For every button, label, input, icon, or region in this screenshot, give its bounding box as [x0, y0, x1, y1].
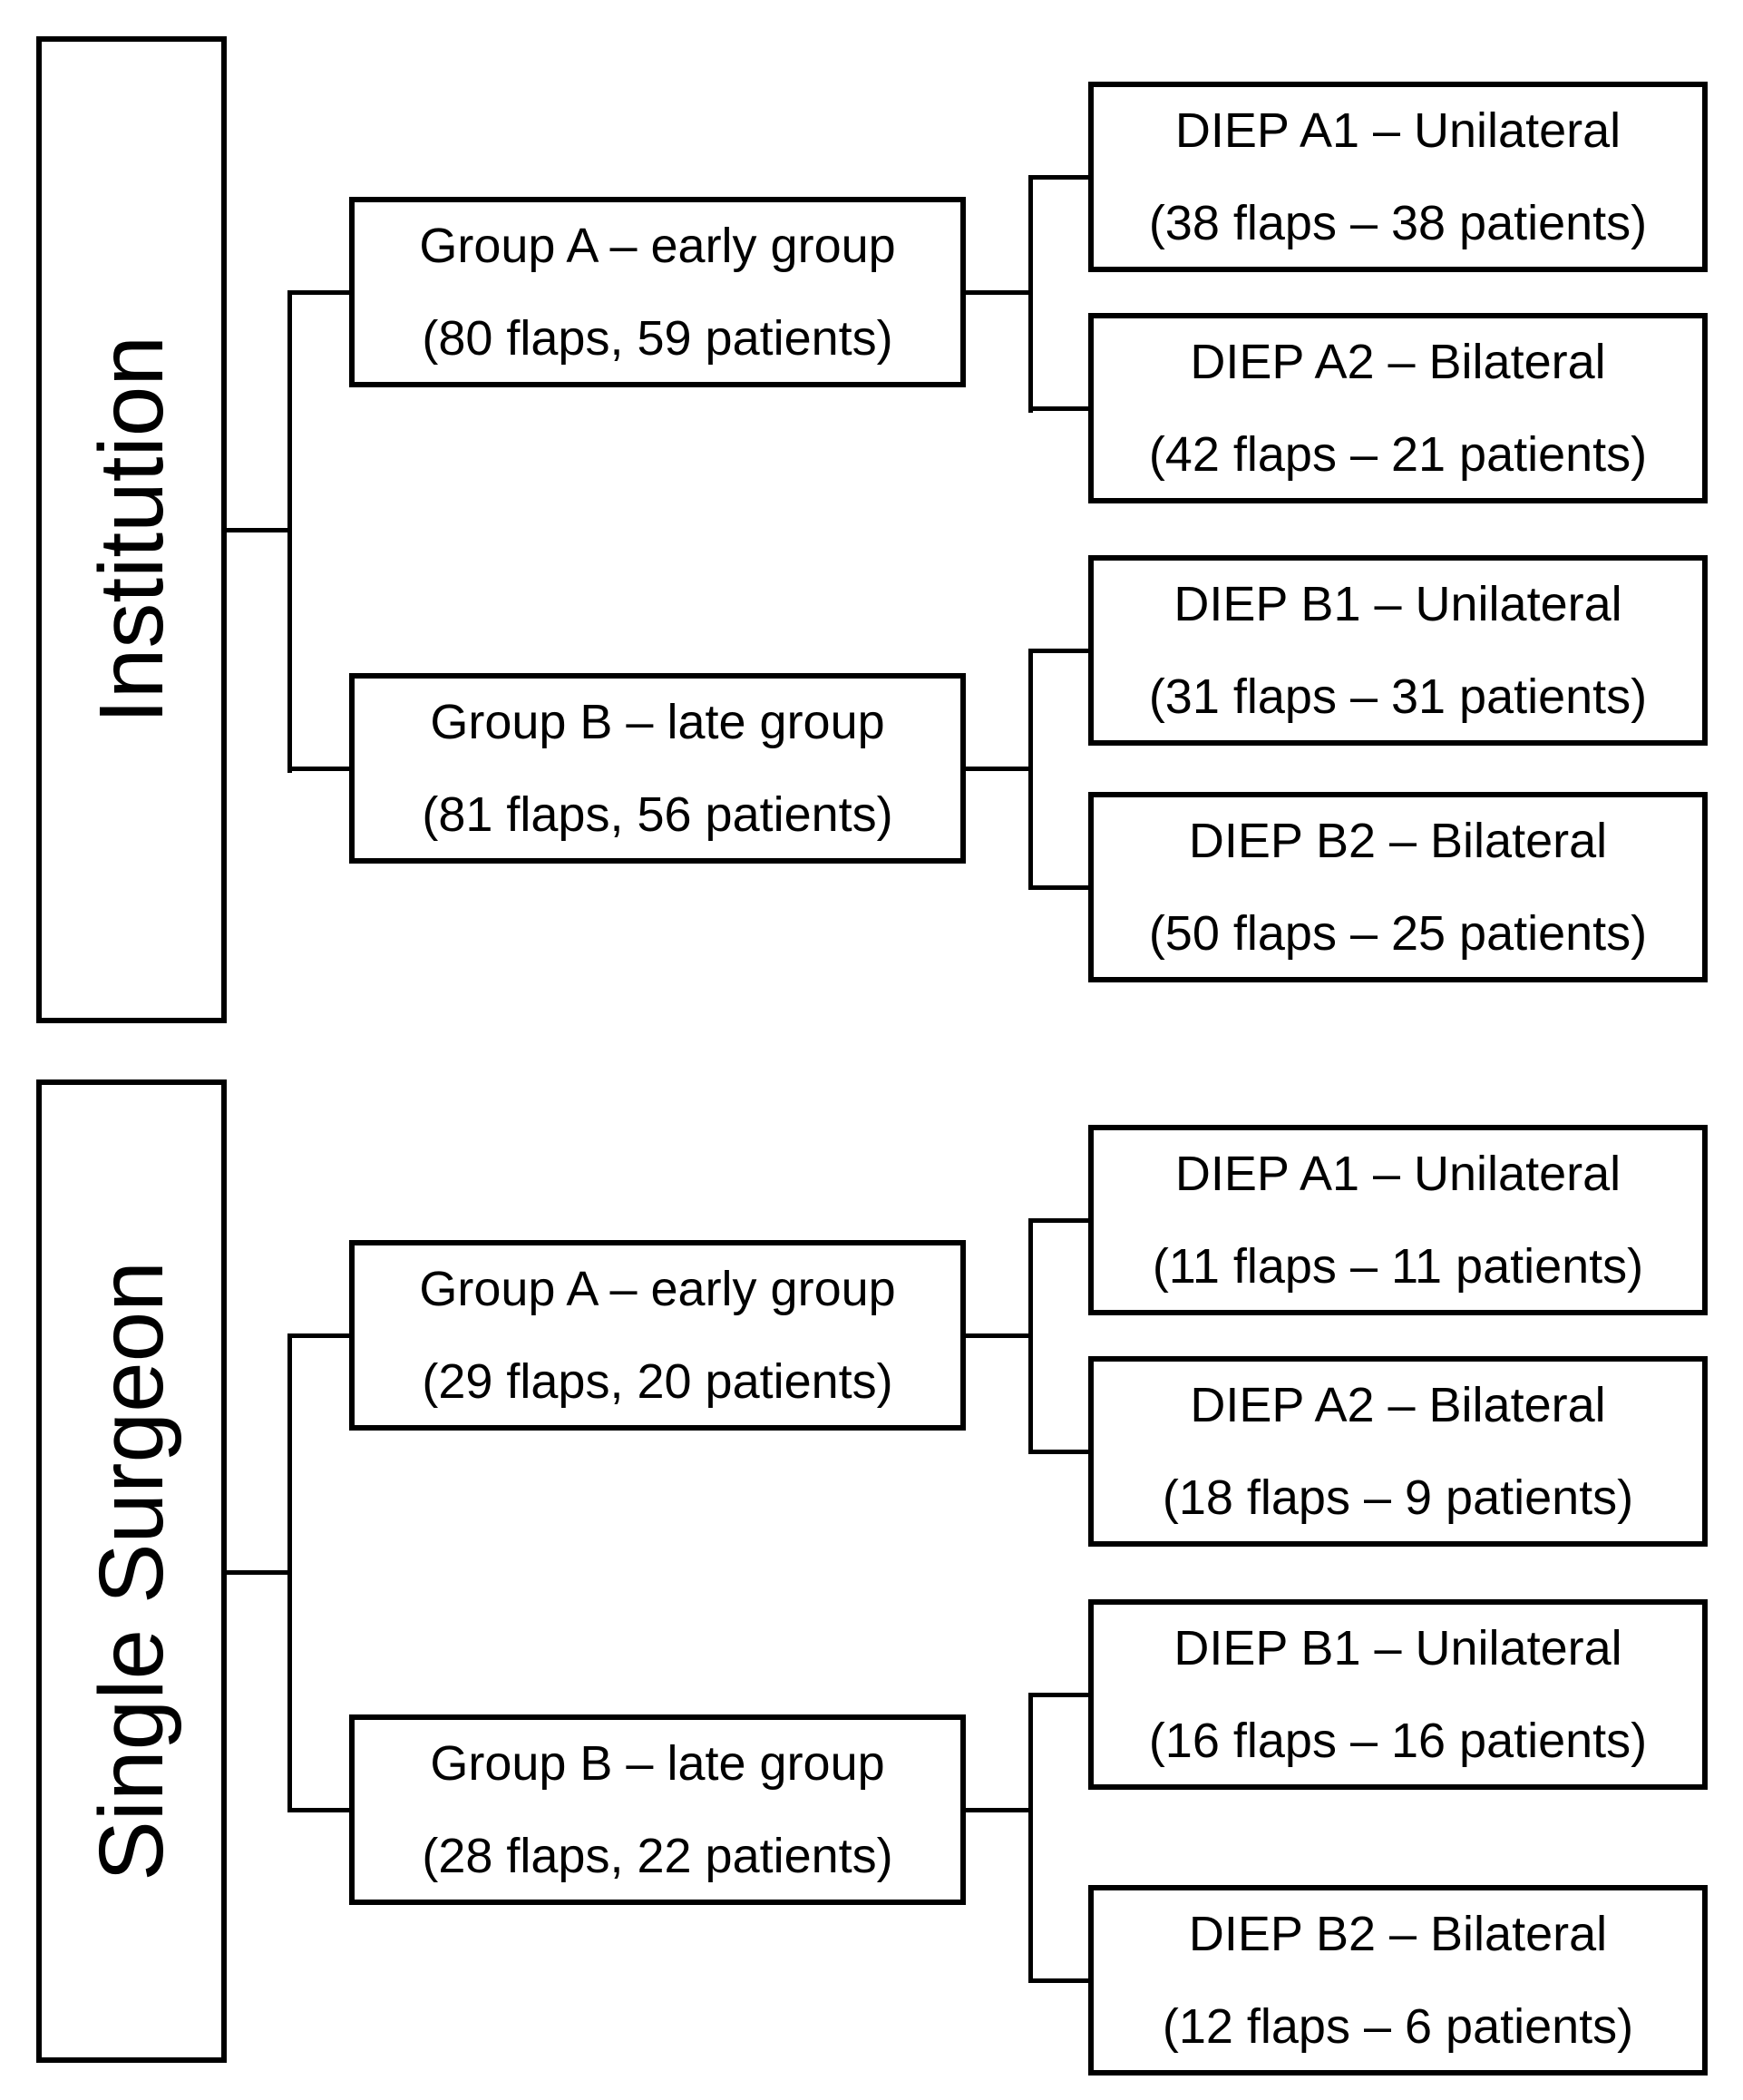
- tree2-diep-a2-box: DIEP A2 – Bilateral (18 flaps – 9 patien…: [1088, 1356, 1708, 1547]
- connector-line: [1028, 1693, 1088, 1697]
- connector-line: [1028, 175, 1033, 413]
- connector-line: [1028, 1218, 1033, 1454]
- connector-line: [287, 767, 349, 771]
- tree1-diep-a2-title: DIEP A2 – Bilateral: [1190, 335, 1606, 389]
- connector-line: [1028, 1693, 1033, 1983]
- tree2-diep-b2-title: DIEP B2 – Bilateral: [1188, 1907, 1608, 1961]
- tree2-diep-a2-detail: (18 flaps – 9 patients): [1162, 1470, 1634, 1525]
- tree2-diep-a1-title: DIEP A1 – Unilateral: [1174, 1147, 1621, 1201]
- tree2-group-b-title: Group B – late group: [430, 1736, 885, 1791]
- connector-line: [287, 290, 292, 773]
- connector-line: [1028, 1218, 1088, 1223]
- connector-line: [227, 528, 292, 532]
- connector-line: [966, 1333, 1033, 1338]
- connector-line: [287, 290, 349, 295]
- connector-line: [1028, 649, 1088, 653]
- tree2-group-b-box: Group B – late group (28 flaps, 22 patie…: [349, 1714, 966, 1905]
- tree1-group-b-title: Group B – late group: [430, 695, 885, 749]
- connector-line: [1028, 885, 1088, 890]
- connector-line: [287, 1808, 349, 1812]
- tree1-group-a-box: Group A – early group (80 flaps, 59 pati…: [349, 197, 966, 387]
- connector-line: [287, 1333, 292, 1812]
- connector-line: [1028, 406, 1088, 411]
- tree1-group-b-box: Group B – late group (81 flaps, 56 patie…: [349, 673, 966, 864]
- tree1-diep-b1-detail: (31 flaps – 31 patients): [1148, 669, 1648, 724]
- tree2-diep-b2-box: DIEP B2 – Bilateral (12 flaps – 6 patien…: [1088, 1885, 1708, 2076]
- tree2-diep-a1-detail: (11 flaps – 11 patients): [1152, 1239, 1644, 1294]
- tree2-diep-b2-detail: (12 flaps – 6 patients): [1162, 1999, 1634, 2054]
- institution-root-box: Institution: [36, 36, 227, 1023]
- tree1-diep-a2-box: DIEP A2 – Bilateral (42 flaps – 21 patie…: [1088, 313, 1708, 503]
- tree2-group-b-detail: (28 flaps, 22 patients): [422, 1829, 893, 1883]
- connector-line: [1028, 649, 1033, 890]
- tree2-diep-b1-detail: (16 flaps – 16 patients): [1148, 1714, 1648, 1768]
- tree1-diep-a2-detail: (42 flaps – 21 patients): [1148, 427, 1648, 482]
- tree1-diep-a1-title: DIEP A1 – Unilateral: [1174, 103, 1621, 158]
- tree1-diep-a1-detail: (38 flaps – 38 patients): [1148, 196, 1648, 250]
- single-surgeon-root-box: Single Surgeon: [36, 1079, 227, 2063]
- connector-line: [227, 1570, 292, 1575]
- tree1-group-b-detail: (81 flaps, 56 patients): [422, 787, 893, 842]
- connector-line: [287, 1333, 349, 1338]
- connector-line: [966, 290, 1033, 295]
- tree1-diep-b2-box: DIEP B2 – Bilateral (50 flaps – 25 patie…: [1088, 792, 1708, 982]
- tree2-group-a-title: Group A – early group: [419, 1262, 896, 1316]
- single-surgeon-root-label: Single Surgeon: [81, 1261, 182, 1881]
- tree1-diep-b1-title: DIEP B1 – Unilateral: [1173, 577, 1622, 631]
- connector-line: [1028, 175, 1088, 180]
- tree1-group-a-title: Group A – early group: [419, 219, 896, 273]
- tree1-diep-b2-title: DIEP B2 – Bilateral: [1188, 814, 1608, 868]
- tree2-diep-a1-box: DIEP A1 – Unilateral (11 flaps – 11 pati…: [1088, 1125, 1708, 1315]
- connector-line: [966, 1808, 1033, 1812]
- tree1-diep-b2-detail: (50 flaps – 25 patients): [1148, 906, 1648, 961]
- tree1-diep-a1-box: DIEP A1 – Unilateral (38 flaps – 38 pati…: [1088, 82, 1708, 272]
- tree2-diep-b1-box: DIEP B1 – Unilateral (16 flaps – 16 pati…: [1088, 1599, 1708, 1790]
- connector-line: [1028, 1450, 1088, 1454]
- connector-line: [1028, 1978, 1088, 1983]
- tree1-group-a-detail: (80 flaps, 59 patients): [422, 311, 893, 366]
- tree2-group-a-detail: (29 flaps, 20 patients): [422, 1354, 893, 1409]
- tree2-group-a-box: Group A – early group (29 flaps, 20 pati…: [349, 1240, 966, 1431]
- institution-root-label: Institution: [81, 335, 182, 725]
- tree2-diep-a2-title: DIEP A2 – Bilateral: [1190, 1378, 1606, 1432]
- connector-line: [966, 767, 1033, 771]
- tree1-diep-b1-box: DIEP B1 – Unilateral (31 flaps – 31 pati…: [1088, 555, 1708, 746]
- tree2-diep-b1-title: DIEP B1 – Unilateral: [1173, 1621, 1622, 1675]
